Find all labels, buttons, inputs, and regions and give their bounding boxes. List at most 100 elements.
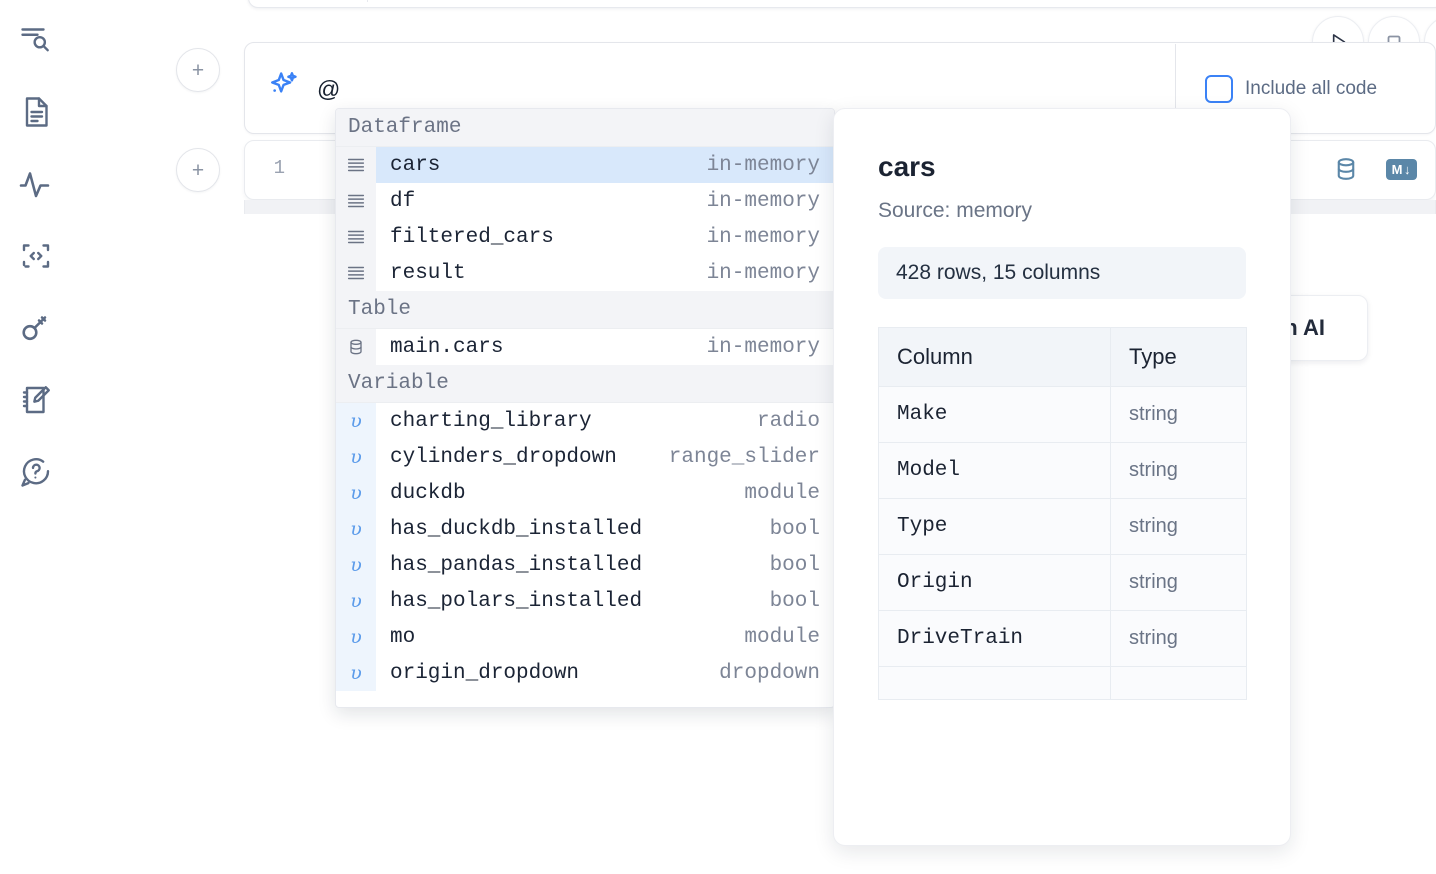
database-icon[interactable] bbox=[1332, 155, 1360, 183]
ai-bar-divider bbox=[1175, 44, 1176, 134]
dataframe-preview-panel: cars Source: memory 428 rows, 15 columns… bbox=[833, 108, 1291, 846]
include-all-code-row[interactable]: Include all code bbox=[1205, 75, 1377, 103]
line-number: 1 bbox=[273, 157, 285, 179]
preview-title: cars bbox=[878, 151, 936, 182]
autocomplete-item-name: main.cars bbox=[390, 335, 504, 359]
autocomplete-item-type: in-memory bbox=[706, 335, 820, 359]
autocomplete-item[interactable]: υ charting_library radio bbox=[336, 403, 834, 439]
autocomplete-item-type: in-memory bbox=[706, 261, 820, 285]
code-brackets-icon[interactable] bbox=[14, 232, 58, 280]
column-name-cell: Origin bbox=[878, 554, 1111, 611]
column-type-cell: string bbox=[1110, 386, 1247, 443]
column-name-cell: Make bbox=[878, 386, 1111, 443]
autocomplete-item[interactable]: main.cars in-memory bbox=[336, 329, 834, 365]
autocomplete-item[interactable]: cars in-memory bbox=[336, 147, 834, 183]
key-icon[interactable] bbox=[14, 304, 58, 352]
autocomplete-item-name: df bbox=[390, 189, 416, 213]
autocomplete-item-name: cars bbox=[390, 153, 441, 177]
preview-stats-badge: 428 rows, 15 columns bbox=[878, 247, 1246, 299]
autocomplete-item-type: bool bbox=[769, 589, 820, 613]
autocomplete-item-type: in-memory bbox=[706, 189, 820, 213]
column-name-cell bbox=[878, 666, 1111, 700]
markdown-badge-letter: M bbox=[1391, 161, 1403, 177]
previous-cell-edge bbox=[248, 0, 1436, 8]
autocomplete-item-type: radio bbox=[756, 409, 820, 433]
dataframe-lines-icon bbox=[336, 219, 376, 255]
cell-toolbar: M↓ bbox=[1332, 155, 1417, 183]
autocomplete-item-type: dropdown bbox=[719, 661, 820, 685]
column-type-cell: string bbox=[1110, 610, 1247, 667]
autocomplete-item[interactable]: df in-memory bbox=[336, 183, 834, 219]
add-cell-below-button[interactable]: + bbox=[176, 148, 220, 192]
include-all-code-checkbox[interactable] bbox=[1205, 75, 1233, 103]
column-name-cell: DriveTrain bbox=[878, 610, 1111, 667]
autocomplete-item-type: module bbox=[744, 481, 820, 505]
autocomplete-item-type: bool bbox=[769, 517, 820, 541]
markdown-icon[interactable]: M↓ bbox=[1385, 158, 1417, 180]
variable-v-icon: υ bbox=[336, 439, 376, 475]
activity-icon[interactable] bbox=[14, 160, 58, 208]
autocomplete-item-body: charting_library radio bbox=[376, 403, 834, 439]
autocomplete-item-name: duckdb bbox=[390, 481, 466, 505]
variable-v-icon: υ bbox=[336, 403, 376, 439]
include-all-code-label: Include all code bbox=[1245, 78, 1378, 99]
autocomplete-item-body: has_polars_installed bool bbox=[376, 583, 834, 619]
autocomplete-item-name: charting_library bbox=[390, 409, 592, 433]
column-name-cell: Model bbox=[878, 442, 1111, 499]
dataframe-lines-icon bbox=[336, 147, 376, 183]
dataframe-lines-icon bbox=[336, 183, 376, 219]
variable-v-icon: υ bbox=[336, 655, 376, 691]
variable-v-icon: υ bbox=[336, 475, 376, 511]
file-text-icon[interactable] bbox=[14, 88, 58, 136]
add-cell-above-button[interactable]: + bbox=[176, 48, 220, 92]
autocomplete-item-body: df in-memory bbox=[376, 183, 834, 219]
autocomplete-item-name: result bbox=[390, 261, 466, 285]
help-chat-icon[interactable] bbox=[14, 448, 58, 496]
column-type-cell: string bbox=[1110, 498, 1247, 555]
column-header-type: Type bbox=[1110, 327, 1247, 387]
autocomplete-item-type: in-memory bbox=[706, 225, 820, 249]
ai-prompt-input-wrap bbox=[311, 43, 1171, 135]
previous-cell-divider bbox=[367, 0, 368, 2]
column-header-name: Column bbox=[878, 327, 1111, 387]
left-icon-rail bbox=[0, 0, 72, 874]
column-type-cell: string bbox=[1110, 442, 1247, 499]
sparkle-icon bbox=[267, 69, 301, 103]
variable-v-icon: υ bbox=[336, 619, 376, 655]
autocomplete-item-body: main.cars in-memory bbox=[376, 329, 834, 365]
autocomplete-item-name: has_polars_installed bbox=[390, 589, 643, 613]
autocomplete-item-type: in-memory bbox=[706, 153, 820, 177]
dataframe-lines-icon bbox=[336, 255, 376, 291]
autocomplete-item[interactable]: result in-memory bbox=[336, 255, 834, 291]
autocomplete-item-body: result in-memory bbox=[376, 255, 834, 291]
autocomplete-group-header: Variable bbox=[336, 365, 834, 403]
notebook-edit-icon[interactable] bbox=[14, 376, 58, 424]
autocomplete-group-header: Table bbox=[336, 291, 834, 329]
column-name-cell: Type bbox=[878, 498, 1111, 555]
variable-v-icon: υ bbox=[336, 583, 376, 619]
search-outline-icon[interactable] bbox=[14, 16, 58, 64]
autocomplete-group-header: Dataframe bbox=[336, 109, 834, 147]
ai-prompt-input[interactable] bbox=[311, 75, 1171, 103]
autocomplete-item[interactable]: υ has_polars_installed bool bbox=[336, 583, 834, 619]
autocomplete-item-name: mo bbox=[390, 625, 416, 649]
variable-v-icon: υ bbox=[336, 547, 376, 583]
